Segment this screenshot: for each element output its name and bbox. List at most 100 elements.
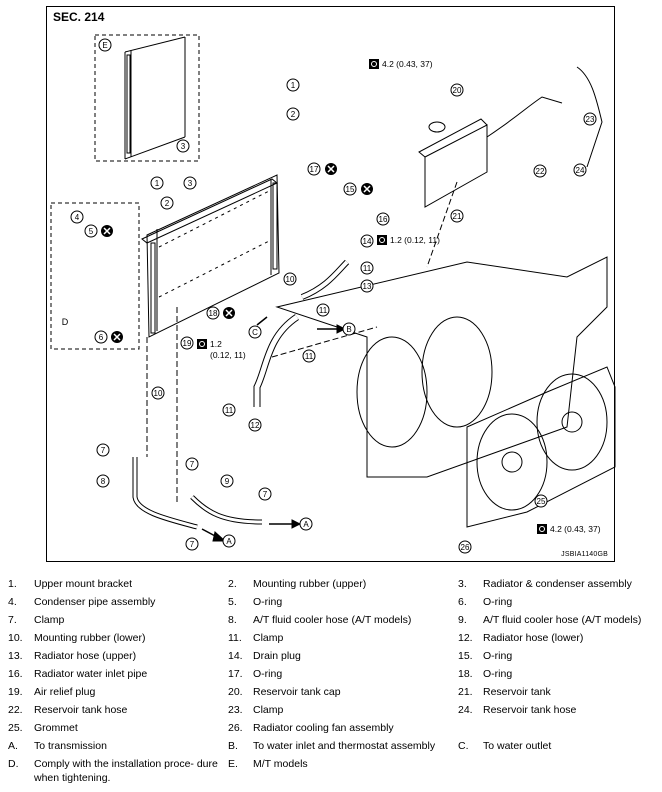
cooling-fan-assembly xyxy=(466,366,616,528)
arrow-to-water-outlet xyxy=(256,316,268,326)
legend-label: Comply with the installation proce- dure… xyxy=(34,758,218,784)
legend-number: 6. xyxy=(458,596,467,608)
legend-label: Clamp xyxy=(253,704,284,716)
detail-box-d xyxy=(50,202,140,350)
legend-number: 2. xyxy=(228,578,237,590)
legend-row: 4. Condenser pipe assembly 5. O-ring 6. O-rin… xyxy=(8,593,662,611)
legend-number: 4. xyxy=(8,596,17,608)
legend-label: To water outlet xyxy=(483,740,552,752)
radiator-hose-lower-inner xyxy=(254,314,299,407)
torque-icon xyxy=(377,235,387,245)
fan-shroud xyxy=(275,256,608,478)
legend-number: 10. xyxy=(8,632,23,644)
legend-number: 13. xyxy=(8,650,23,662)
legend-label: O-ring xyxy=(253,596,283,608)
at-cooler-hose-9-inner xyxy=(190,495,263,524)
legend-number: 22. xyxy=(8,704,23,716)
legend-label: Mounting rubber (upper) xyxy=(253,578,367,590)
torque-spec-1: 4.2 (0.43, 37) xyxy=(369,59,433,69)
legend-label: Mounting rubber (lower) xyxy=(34,632,146,644)
legend-row: 25. Grommet 26. Radiator cooling fan assemb… xyxy=(8,719,662,737)
detail-e-radiator xyxy=(124,36,186,160)
legend-label: Radiator hose (upper) xyxy=(34,650,137,662)
legend-label: Grommet xyxy=(34,722,78,734)
legend-label: Drain plug xyxy=(253,650,301,662)
legend-number: 11. xyxy=(228,632,242,644)
legend-label: Reservoir tank hose xyxy=(483,704,577,716)
legend-label: Reservoir tank hose xyxy=(34,704,128,716)
legend-label: Radiator & condenser assembly xyxy=(483,578,632,590)
reservoir-hose-24 xyxy=(576,66,603,168)
at-cooler-hose-8 xyxy=(132,457,198,530)
legend-label: M/T models xyxy=(253,758,308,770)
parts-legend: 1. Upper mount bracket 2. Mounting rubber (… xyxy=(8,575,662,787)
legend-label: O-ring xyxy=(483,596,513,608)
radiator-assembly xyxy=(141,174,280,338)
legend-number: 9. xyxy=(458,614,467,626)
at-cooler-hose-8-inner xyxy=(133,457,198,529)
legend-number: 25. xyxy=(8,722,23,734)
legend-label: Condenser pipe assembly xyxy=(34,596,156,608)
legend-number: 18. xyxy=(458,668,473,680)
legend-label: O-ring xyxy=(253,668,283,680)
torque-spec-4: 4.2 (0.43, 37) xyxy=(537,524,601,534)
legend-label: Reservoir tank cap xyxy=(253,686,341,698)
torque-icon xyxy=(197,339,207,349)
legend-number: 7. xyxy=(8,614,17,626)
legend-label: A/T fluid cooler hose (A/T models) xyxy=(483,614,642,626)
torque-spec-2: 1.2 (0.12, 11) xyxy=(377,235,440,245)
legend-number: 14. xyxy=(228,650,243,662)
legend-label: O-ring xyxy=(483,650,513,662)
legend-number: 5. xyxy=(228,596,237,608)
legend-label: To water inlet and thermostat assembly xyxy=(253,740,436,752)
legend-number: 24. xyxy=(458,704,473,716)
diagram-drawing xyxy=(50,34,616,542)
legend-number: 16. xyxy=(8,668,23,680)
legend-number: 23. xyxy=(228,704,243,716)
torque-spec-3: 1.2 (0.12, 11) xyxy=(197,339,246,361)
legend-row: 16. Radiator water inlet pipe 17. O-ring 18.… xyxy=(8,665,662,683)
detail-box-e xyxy=(94,34,200,162)
legend-label: Upper mount bracket xyxy=(34,578,133,590)
section-title: SEC. 214 xyxy=(53,10,105,24)
legend-label: Radiator cooling fan assembly xyxy=(253,722,394,734)
image-code: JSBIA1140GB xyxy=(561,551,608,558)
legend-label: Radiator hose (lower) xyxy=(483,632,584,644)
exploded-view-diagram: SEC. 214 4.2 (0.43, 37) 1.2 (0.12, 11) 1… xyxy=(46,6,616,562)
legend-row: 22. Reservoir tank hose 23. Clamp 24. Reservo… xyxy=(8,701,662,719)
legend-label: Reservoir tank xyxy=(483,686,551,698)
radiator-hose-lower xyxy=(253,314,300,407)
torque-icon xyxy=(369,59,379,69)
legend-row: 19. Air relief plug 20. Reservoir tank cap 2… xyxy=(8,683,662,701)
legend-row: 7. Clamp 8. A/T fluid cooler hose (A/T mode… xyxy=(8,611,662,629)
radiator-hose-upper-inner xyxy=(301,260,349,299)
legend-number: 17. xyxy=(228,668,243,680)
legend-number: 15. xyxy=(458,650,473,662)
legend-label: Clamp xyxy=(34,614,65,626)
legend-row: 13. Radiator hose (upper) 14. Drain plug 15.… xyxy=(8,647,662,665)
legend-number: E. xyxy=(228,758,238,770)
legend-number: 21. xyxy=(458,686,473,698)
legend-row: D. Comply with the installation proce- du… xyxy=(8,755,662,787)
legend-number: 19. xyxy=(8,686,23,698)
legend-label: To transmission xyxy=(34,740,107,752)
legend-label: Radiator water inlet pipe xyxy=(34,668,148,680)
reservoir-hose-22 xyxy=(486,96,563,138)
legend-label: O-ring xyxy=(483,668,513,680)
legend-number: D. xyxy=(8,758,19,770)
legend-number: 20. xyxy=(228,686,243,698)
reservoir-tank-drawing xyxy=(418,118,488,208)
legend-number: A. xyxy=(8,740,18,752)
legend-number: 1. xyxy=(8,578,17,590)
legend-label: Air relief plug xyxy=(34,686,96,698)
legend-number: 8. xyxy=(228,614,237,626)
legend-number: 3. xyxy=(458,578,467,590)
legend-label: Clamp xyxy=(253,632,284,644)
legend-row: 1. Upper mount bracket 2. Mounting rubber (… xyxy=(8,575,662,593)
legend-row: 10. Mounting rubber (lower) 11. Clamp 12. Rad… xyxy=(8,629,662,647)
legend-number: 12. xyxy=(458,632,473,644)
legend-number: C. xyxy=(458,740,469,752)
legend-number: 26. xyxy=(228,722,243,734)
torque-icon xyxy=(537,524,547,534)
